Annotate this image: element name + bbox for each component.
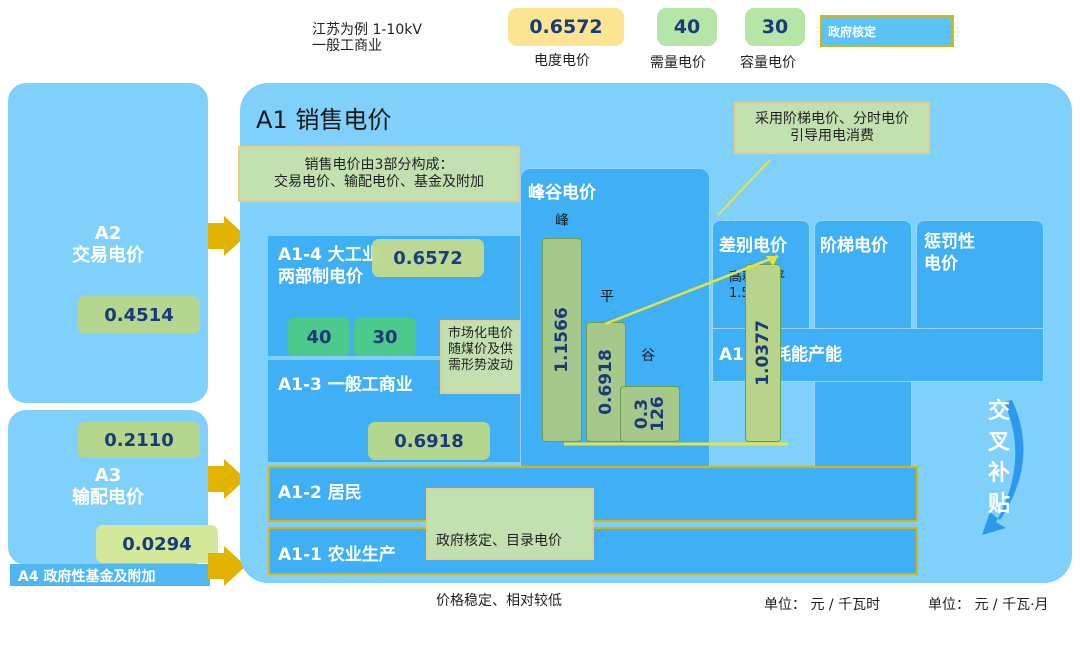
a11-label: A1-1 农业生产 [278,545,396,565]
a14-demand-value: 40 [288,318,350,356]
a2-panel [8,83,208,403]
gov-note-callout: 政府核定、目录电价 价格稳定、相对较低 [426,488,594,609]
capacity-price-caption: 容量电价 [740,55,796,71]
tou-callout: 采用阶梯电价、分时电价 引导用电消费 [734,102,930,154]
a2-value: 0.4514 [78,296,200,334]
gov-approved-legend: 政府核定 [820,15,954,47]
unit-capacity: 单位： 元 / 千瓦·月 [928,597,1049,613]
energy-price-badge: 0.6572 [508,8,624,46]
cross-subsidy-label: 交 叉 补 贴 [987,399,1010,517]
tou-peak-bar: 1.1566 [542,238,582,442]
penalty-price-title: 惩罚性 电价 [924,232,975,274]
stable-note: 价格稳定、相对较低 [436,593,562,609]
tou-title: 峰谷电价 [528,183,596,203]
increase-arrowhead [766,256,778,266]
tou-peak-label: 峰 [555,213,569,229]
example-note: 江苏为例 1-10kV 一般工商业 [312,22,422,54]
demand-price-caption: 需量电价 [650,55,706,71]
arrow-a2-stem [208,223,224,249]
gov-note: 政府核定、目录电价 [436,533,562,549]
unit-energy: 单位： 元 / 千瓦时 [764,597,881,613]
increase-arrow-line [604,254,779,326]
diff-price-title: 差别电价 [719,236,787,256]
tou-flat-label: 平 [600,289,614,305]
capacity-price-badge: 30 [745,8,805,46]
a3-label: A3 输配电价 [72,465,144,508]
energy-price-caption: 电度电价 [534,53,590,69]
arrow-a4-stem [208,553,224,579]
tou-valley-bar: 0.3 126 [620,386,680,442]
connector-lines [564,159,1024,535]
a13-label: A1-3 一般工商业 [278,375,413,395]
parts-callout: 销售电价由3部分构成： 交易电价、输配电价、基金及附加 [238,146,520,202]
a12-label: A1-2 居民 [278,483,362,503]
tier-price-title: 阶梯电价 [820,236,888,256]
curved-arrow-icon [982,400,1024,535]
callout-pointer [717,159,771,216]
a14-capacity-value: 30 [354,318,416,356]
a2-label: A2 交易电价 [72,223,144,266]
arrow-a3-stem [208,466,224,492]
tou-flat-bar: 0.6918 [586,322,626,442]
diff-price-bar: 1.0377 [745,264,781,442]
a14-value: 0.6572 [372,239,484,277]
a4-label: A4 政府性基金及附加 [10,564,210,586]
a13-value: 0.6918 [368,422,490,460]
demand-price-badge: 40 [657,8,717,46]
a3-value: 0.2110 [78,422,200,458]
a4-value: 0.0294 [96,525,218,563]
a1-title: A1 销售电价 [256,106,392,134]
a14-label: A1-4 大工业 两部制电价 [278,245,379,287]
tou-valley-label: 谷 [641,348,655,364]
